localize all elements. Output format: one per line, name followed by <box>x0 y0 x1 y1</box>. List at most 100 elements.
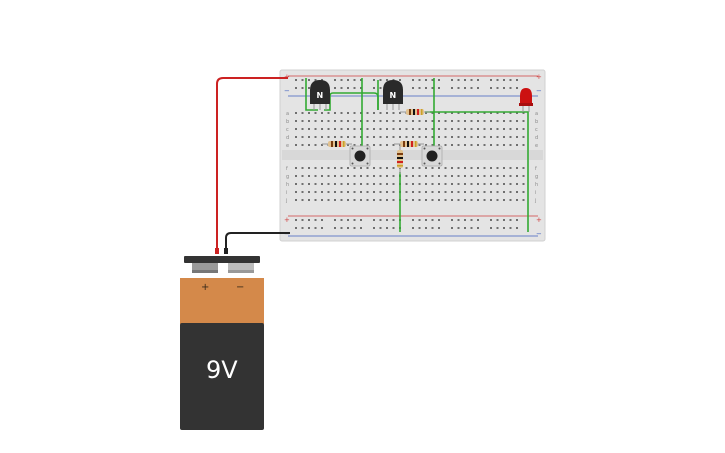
row-letter: d <box>286 135 289 141</box>
breadboard-hole <box>509 219 512 221</box>
breadboard-hole <box>373 175 375 177</box>
breadboard-hole <box>470 112 473 114</box>
breadboard-hole <box>470 136 473 138</box>
breadboard-hole <box>373 128 375 130</box>
breadboard-hole <box>321 191 323 193</box>
breadboard-hole <box>366 183 369 185</box>
rail-plus-label: + <box>536 216 542 224</box>
breadboard-hole <box>379 227 382 229</box>
breadboard-hole <box>418 167 421 169</box>
breadboard-hole <box>470 128 473 130</box>
row-letter: b <box>286 119 289 125</box>
breadboard-hole <box>379 167 382 169</box>
breadboard-hole <box>496 219 499 221</box>
breadboard-hole <box>353 136 356 138</box>
breadboard-hole <box>386 128 388 130</box>
resistor-band <box>397 153 403 155</box>
breadboard-hole <box>509 79 512 81</box>
resistor-horizontal-right[interactable] <box>394 141 424 147</box>
breadboard-hole <box>431 112 434 114</box>
breadboard-hole <box>373 199 375 201</box>
breadboard-hole <box>490 136 492 138</box>
push-button-1[interactable] <box>349 145 371 167</box>
breadboard-hole <box>301 136 304 138</box>
transistor-1[interactable]: N <box>310 80 330 110</box>
breadboard-hole <box>360 199 362 201</box>
breadboard-hole <box>347 183 349 185</box>
breadboard-hole <box>425 191 427 193</box>
breadboard-hole <box>373 79 375 81</box>
breadboard-hole <box>314 167 317 169</box>
breadboard-hole <box>347 167 349 169</box>
red-power-wire[interactable] <box>216 77 288 252</box>
breadboard-hole <box>425 175 427 177</box>
breadboard-hole <box>392 128 395 130</box>
breadboard-hole <box>464 112 466 114</box>
push-button-cap[interactable] <box>426 150 438 162</box>
push-button-cap[interactable] <box>354 150 366 162</box>
led[interactable] <box>519 88 533 112</box>
breadboard-hole <box>295 167 297 169</box>
green-wire[interactable] <box>425 111 529 232</box>
resistor-band <box>343 141 345 147</box>
breadboard-hole <box>516 144 518 146</box>
breadboard-hole <box>412 191 414 193</box>
breadboard-hole <box>451 175 453 177</box>
breadboard-hole <box>386 199 388 201</box>
resistor-horizontal-top[interactable] <box>400 109 430 115</box>
breadboard-holes <box>295 79 525 229</box>
breadboard-hole <box>464 136 466 138</box>
resistor-band <box>413 109 415 115</box>
breadboard-hole <box>464 183 466 185</box>
resistor-band <box>339 141 341 147</box>
breadboard-hole <box>470 79 473 81</box>
breadboard-hole <box>347 175 349 177</box>
breadboard-hole <box>464 199 466 201</box>
breadboard-hole <box>516 79 518 81</box>
battery-9v[interactable]: + − 9V <box>180 256 264 430</box>
breadboard-hole <box>438 167 440 169</box>
breadboard-hole <box>392 167 395 169</box>
breadboard-hole <box>431 120 434 122</box>
breadboard-hole <box>418 120 421 122</box>
breadboard-hole <box>490 199 492 201</box>
breadboard-hole <box>490 227 492 229</box>
push-button-2[interactable] <box>421 145 443 167</box>
breadboard-hole <box>457 199 460 201</box>
breadboard-hole <box>327 128 330 130</box>
breadboard-hole <box>386 183 388 185</box>
breadboard-hole <box>490 175 492 177</box>
breadboard-hole <box>334 167 336 169</box>
breadboard-hole <box>522 183 525 185</box>
breadboard-hole <box>496 128 499 130</box>
breadboard-hole <box>314 183 317 185</box>
breadboard-hole <box>425 219 427 221</box>
breadboard-hole <box>438 183 440 185</box>
breadboard-hole <box>503 167 505 169</box>
breadboard-hole <box>340 183 343 185</box>
resistor-band <box>397 157 403 159</box>
breadboard-hole <box>490 183 492 185</box>
resistor-vertical[interactable] <box>397 144 403 174</box>
breadboard-hole <box>347 87 349 89</box>
breadboard-hole <box>503 128 505 130</box>
breadboard-hole <box>334 120 336 122</box>
black-ground-wire[interactable] <box>225 232 290 252</box>
row-letter: b <box>535 119 538 125</box>
breadboard-hole <box>477 183 479 185</box>
breadboard-hole <box>353 87 356 89</box>
resistor-horizontal-left[interactable] <box>322 141 352 147</box>
breadboard-hole <box>425 199 427 201</box>
breadboard-hole <box>334 136 336 138</box>
breadboard-hole <box>379 191 382 193</box>
breadboard-hole <box>470 227 473 229</box>
transistor-2[interactable]: N <box>383 80 403 110</box>
breadboard-hole <box>295 144 297 146</box>
breadboard-hole <box>496 175 499 177</box>
breadboard-hole <box>425 167 427 169</box>
breadboard-hole <box>509 128 512 130</box>
breadboard-hole <box>477 227 479 229</box>
breadboard-hole <box>327 120 330 122</box>
breadboard-hole <box>405 128 408 130</box>
breadboard-hole <box>477 120 479 122</box>
